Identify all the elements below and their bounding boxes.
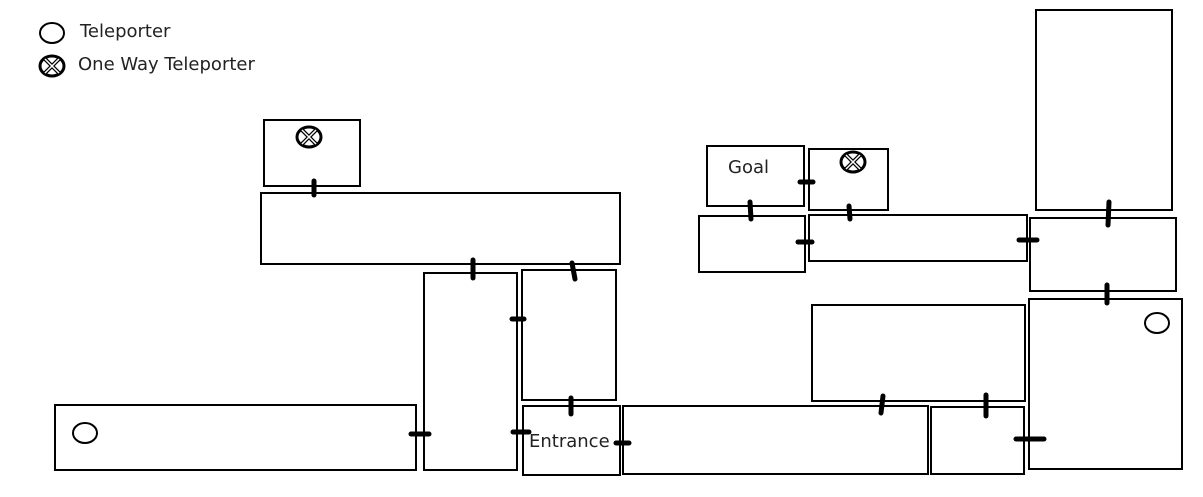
room-right-tall-top	[1035, 9, 1173, 211]
room-bottom-small	[930, 406, 1025, 475]
room-bottom-left-long	[54, 404, 417, 471]
one-way-teleporter-icon	[295, 125, 323, 149]
teleporter-icon	[1144, 312, 1170, 334]
room-label-goal: Goal	[728, 157, 769, 178]
door[interactable]	[569, 260, 578, 282]
legend-label-teleporter: Teleporter	[80, 21, 171, 42]
door[interactable]	[878, 393, 886, 416]
room-tall-left	[423, 272, 518, 471]
door[interactable]	[747, 199, 754, 222]
room-ow-left	[263, 119, 361, 187]
door[interactable]	[846, 203, 853, 222]
room-label-entrance: Entrance	[529, 431, 610, 452]
room-mid-right-wide	[811, 304, 1026, 402]
one-way-teleporter-icon	[839, 150, 867, 174]
room-bottom-center-long	[622, 405, 929, 475]
legend-teleporter-icon	[39, 22, 65, 44]
room-right-large	[1028, 298, 1183, 470]
legend-label-one-way-teleporter: One Way Teleporter	[78, 54, 255, 75]
room-below-goal	[698, 215, 806, 273]
room-right-mid	[1029, 217, 1177, 292]
legend-one-way-teleporter-icon	[38, 54, 66, 78]
room-right-corridor	[808, 214, 1028, 262]
room-upper-corridor	[260, 192, 621, 265]
room-mid-center	[521, 269, 617, 401]
room-goal	[706, 145, 805, 207]
door[interactable]	[1105, 199, 1112, 228]
teleporter-icon	[72, 422, 98, 444]
